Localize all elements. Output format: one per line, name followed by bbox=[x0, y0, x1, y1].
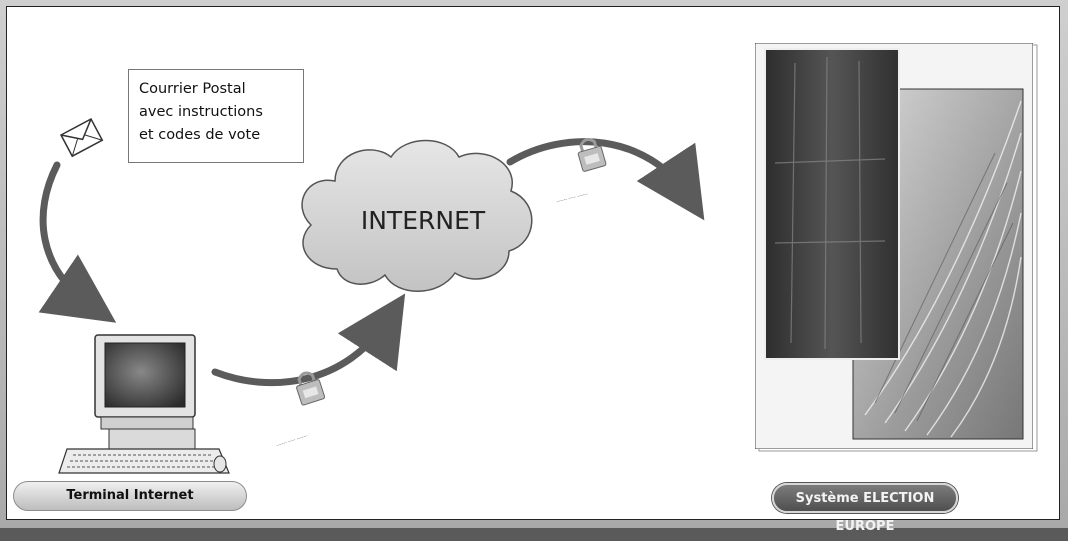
terminal-internet-label: Terminal Internet bbox=[13, 481, 247, 511]
computer-terminal-icon bbox=[59, 335, 229, 473]
envelope-icon bbox=[61, 119, 102, 156]
system-election-europe-label: Système ELECTION EUROPE bbox=[772, 483, 958, 513]
arrow-mail-to-terminal bbox=[43, 165, 93, 307]
ssl-caption-lower: ------ ---- ------ bbox=[276, 433, 309, 449]
postal-mail-note: Courrier Postal avec instructions et cod… bbox=[128, 69, 304, 163]
ssl-caption-upper: ------ ---- ------ bbox=[556, 191, 589, 205]
image-frame: ------ ---- ------ ------ ---- ------ IN… bbox=[0, 0, 1068, 528]
diagram-panel: ------ ---- ------ ------ ---- ------ IN… bbox=[6, 6, 1060, 520]
internet-cloud: INTERNET bbox=[302, 141, 532, 292]
internet-label: INTERNET bbox=[361, 206, 486, 235]
datacenter-photo bbox=[755, 43, 1033, 449]
note-line-3: et codes de vote bbox=[139, 124, 293, 147]
note-line-2: avec instructions bbox=[139, 101, 293, 124]
note-line-1: Courrier Postal bbox=[139, 78, 293, 101]
